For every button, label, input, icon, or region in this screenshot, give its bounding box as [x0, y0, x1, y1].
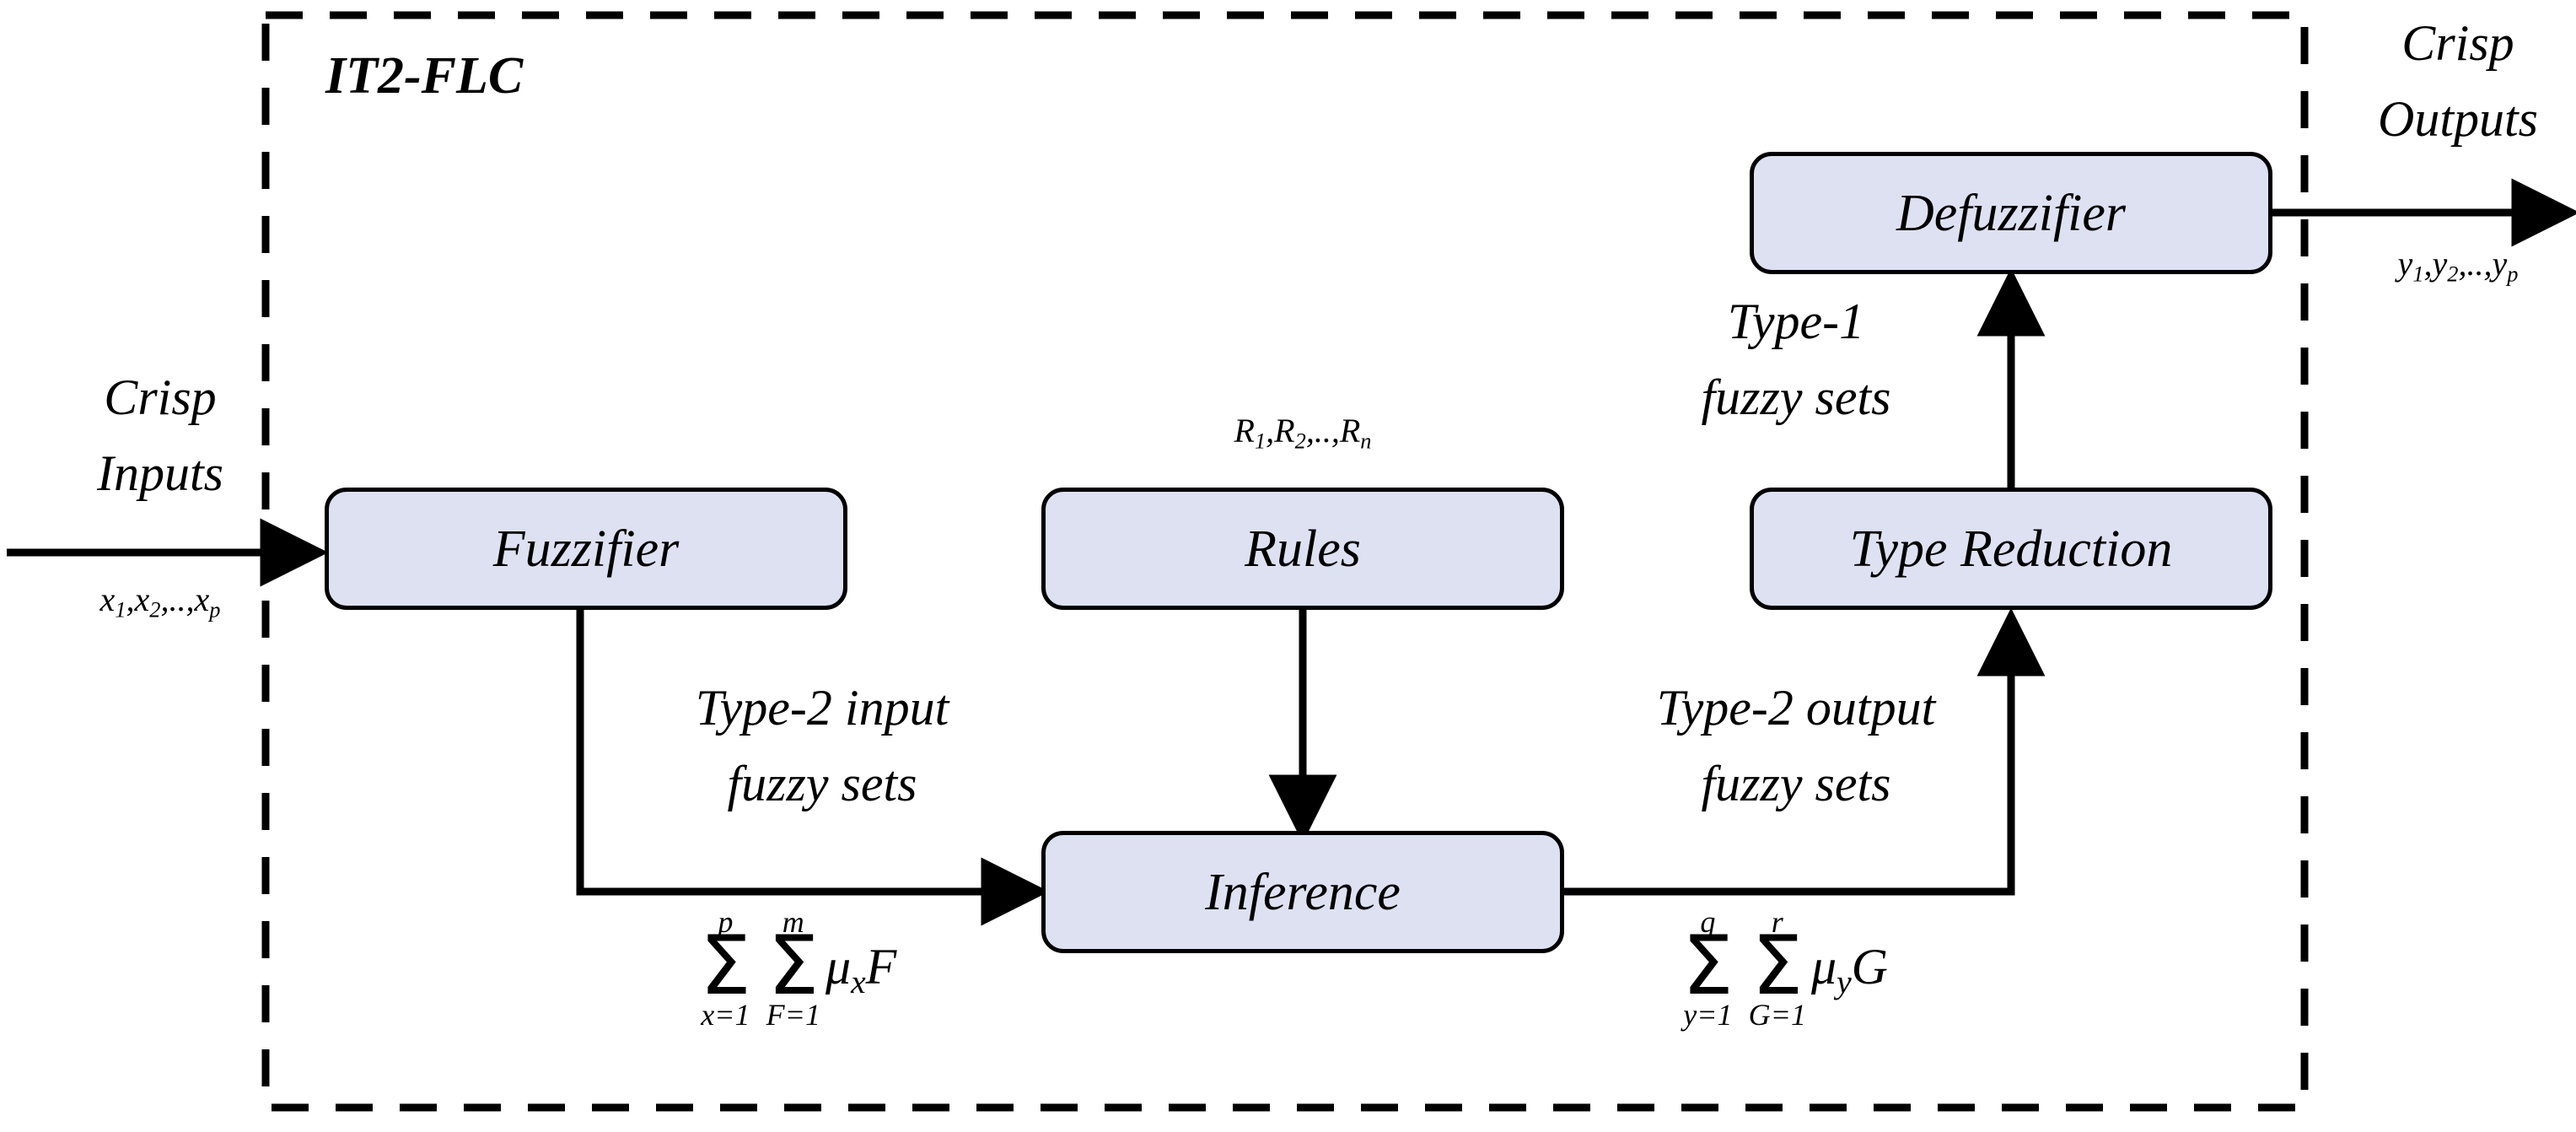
output-sum-term: μyG [1810, 938, 1888, 1000]
input-summation-formula: p Σ x=1 m Σ F=1 μxF [700, 907, 896, 1030]
fuzzifier-to-inference-connector [576, 610, 1050, 926]
rules-set-label: R1,R2,..,Rn [1234, 412, 1372, 454]
node-rules-label: Rules [1245, 520, 1361, 578]
input-sum-inner: m Σ F=1 [766, 907, 820, 1030]
output-sum-outer-upper: q [1700, 905, 1716, 939]
diagram-title: IT2-FLC [325, 47, 524, 105]
crisp-inputs-vars: x1,x2,..,xp [99, 580, 221, 623]
node-defuzzifier-label: Defuzzifier [1896, 184, 2127, 242]
output-summation-formula: q Σ y=1 r Σ G=1 μyG [1682, 907, 1888, 1030]
type2-output-label-line2: fuzzy sets [1701, 756, 1891, 811]
node-inference[interactable]: Inference [1041, 831, 1564, 953]
sigma-icon: Σ [767, 919, 820, 1013]
input-sum-outer-upper: p [718, 905, 734, 939]
output-sum-inner-lower: G=1 [1748, 997, 1806, 1032]
type2-output-label-line1: Type-2 output [1656, 680, 1936, 736]
crisp-outputs-line2: Outputs [2377, 91, 2539, 147]
inference-to-type-reduction-connector [1557, 607, 2046, 896]
input-sum-inner-lower: F=1 [766, 997, 820, 1032]
type2-input-label-line2: fuzzy sets [727, 756, 917, 811]
input-sum-term: μxF [825, 938, 897, 1000]
type2-input-label-line1: Type-2 input [695, 680, 949, 736]
output-sum-outer-lower: y=1 [1683, 997, 1733, 1032]
node-type-reduction-label: Type Reduction [1849, 520, 2173, 578]
type1-label-line2: fuzzy sets [1701, 369, 1891, 425]
output-sum-outer: q Σ y=1 [1682, 907, 1734, 1030]
node-type-reduction[interactable]: Type Reduction [1750, 488, 2272, 610]
input-sum-inner-upper: m [782, 905, 804, 939]
sigma-icon: Σ [1751, 919, 1804, 1013]
crisp-inputs-line2: Inputs [97, 445, 223, 501]
sigma-icon: Σ [1682, 919, 1734, 1013]
output-sum-inner: r Σ G=1 [1749, 907, 1806, 1030]
input-sum-outer-lower: x=1 [701, 997, 750, 1032]
input-sum-outer: p Σ x=1 [700, 907, 751, 1030]
output-sum-inner-upper: r [1771, 905, 1783, 939]
crisp-inputs-line1: Crisp [104, 369, 217, 425]
node-fuzzifier-label: Fuzzifier [492, 520, 680, 578]
crisp-outputs-vars: y1,y2,..,yp [2397, 245, 2519, 287]
node-rules[interactable]: Rules [1041, 488, 1564, 610]
node-inference-label: Inference [1205, 863, 1401, 921]
node-fuzzifier[interactable]: Fuzzifier [325, 488, 847, 610]
type1-label-line1: Type-1 [1727, 294, 1865, 349]
crisp-outputs-line1: Crisp [2401, 15, 2514, 71]
node-defuzzifier[interactable]: Defuzzifier [1750, 152, 2272, 274]
sigma-icon: Σ [700, 919, 751, 1013]
